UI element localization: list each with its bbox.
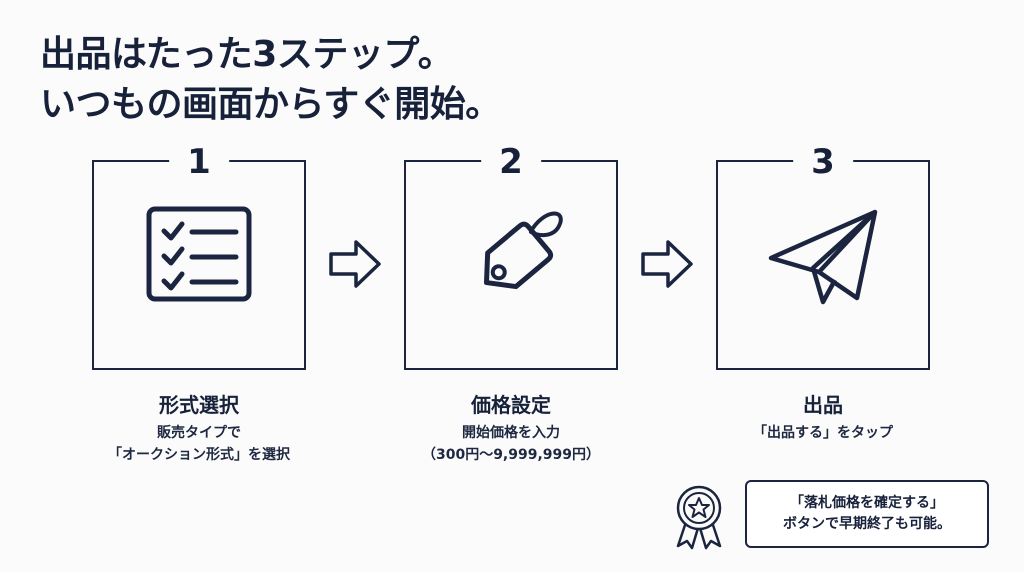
price-tag-icon [451,200,571,316]
step-1-box: 1 [92,140,306,370]
step-1-number: 1 [169,140,229,184]
step-1-desc-line-1: 販売タイプで [157,425,241,441]
headline-line-2: いつもの画面からすぐ開始。 [40,84,501,125]
step-2-number: 2 [481,140,541,184]
step-2-box: 2 [404,140,618,370]
step-1-caption: 形式選択 販売タイプで 「オークション形式」を選択 [69,390,329,466]
step-2-desc-line-1: 開始価格を入力 [462,425,560,441]
step-3-box: 3 [716,140,930,370]
arrow-right-icon [640,238,694,294]
step-2-desc-line-2: （300円〜9,999,999円） [421,447,601,463]
step-2-caption: 価格設定 開始価格を入力 （300円〜9,999,999円） [381,390,641,466]
checklist-icon [144,204,254,308]
step-3-caption: 出品 「出品する」をタップ [693,390,953,444]
early-end-note: 「落札価格を確定する」 ボタンで早期終了も可能。 [745,480,989,548]
headline-line-1: 出品はたった3ステップ。 [40,34,454,75]
step-3-number: 3 [793,140,853,184]
step-3-desc-line-1: 「出品する」をタップ [753,425,893,441]
step-1-desc-line-2: 「オークション形式」を選択 [108,447,290,463]
headline: 出品はたった3ステップ。 いつもの画面からすぐ開始。 [40,30,501,130]
step-2-title: 価格設定 [471,393,551,417]
note-line-1: 「落札価格を確定する」 [790,495,944,511]
award-badge-icon [672,484,726,554]
step-1-title: 形式選択 [159,393,239,417]
step-3-title: 出品 [803,393,843,417]
arrow-right-icon [328,238,382,294]
note-line-2: ボタンで早期終了も可能。 [783,516,951,532]
paper-plane-icon [763,206,883,310]
